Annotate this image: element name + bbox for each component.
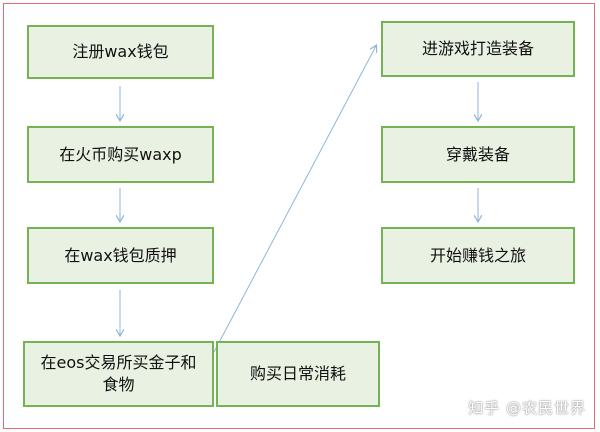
node-buy-waxp-huobi: 在火币购买waxp [27,126,214,183]
node-label: 注册wax钱包 [72,42,169,61]
node-label: 穿戴装备 [445,144,510,164]
node-enter-game-craft: 进游戏打造装备 [381,21,575,77]
node-label: 进游戏打造装备 [421,39,534,58]
node-label: 购买日常消耗 [249,364,346,383]
arrow-eos-to-game [213,46,376,353]
node-start-earning: 开始赚钱之旅 [381,227,575,284]
diagram-frame [3,3,595,429]
node-stake-wax-wallet: 在wax钱包质押 [27,227,214,284]
node-wear-equipment: 穿戴装备 [381,126,575,183]
node-label: 在wax钱包质押 [64,245,177,265]
node-buy-gold-food-eos: 在eos交易所买金子和食物 [23,341,214,407]
node-register-wax-wallet: 注册wax钱包 [27,25,214,79]
watermark: 知乎 @农民世界 [468,399,586,417]
node-label: 在eos交易所买金子和食物 [40,353,197,394]
node-label: 开始赚钱之旅 [429,245,526,265]
node-label: 在火币购买waxp [59,144,182,164]
node-buy-daily-consumables: 购买日常消耗 [216,341,380,407]
